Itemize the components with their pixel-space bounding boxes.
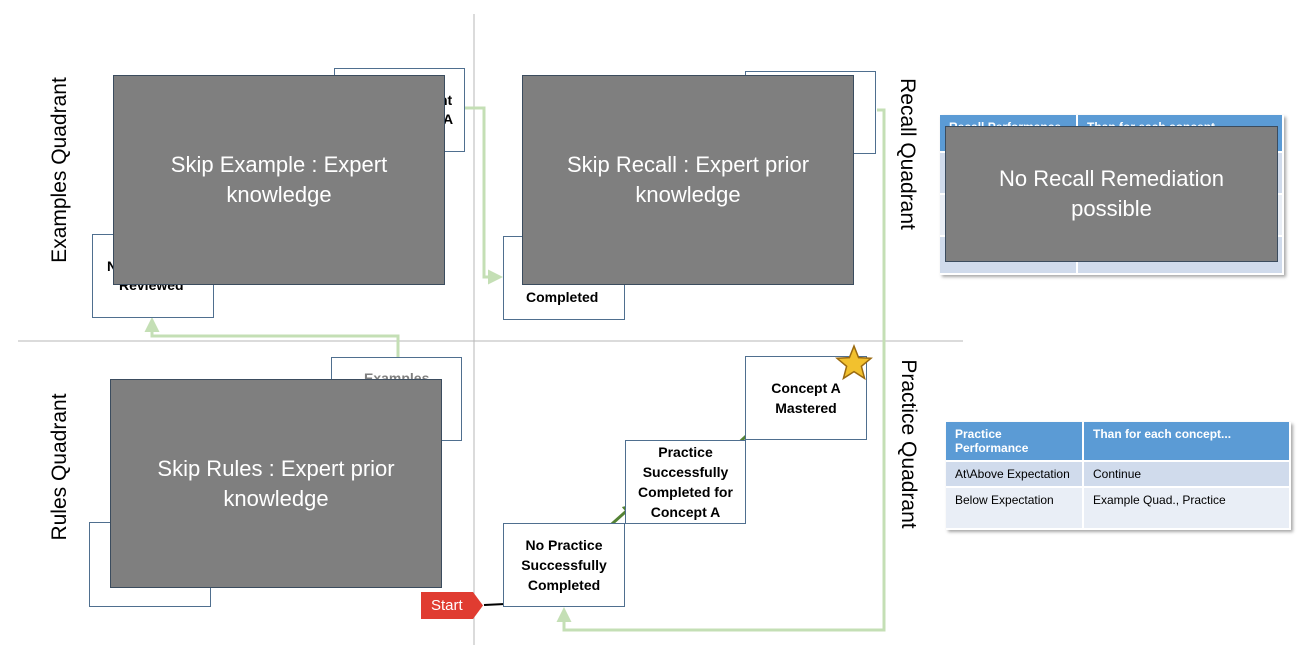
concept-mastered-box: Concept A Mastered bbox=[745, 356, 867, 440]
connector-examples-to-recall bbox=[462, 106, 503, 285]
practice-performance-table: Practice Performance Than for each conce… bbox=[946, 422, 1291, 530]
practice-table-cell: Below Expectation bbox=[946, 487, 1084, 530]
recall-completed-text: Completed bbox=[526, 289, 599, 305]
no-recall-remediation-overlay: No Recall Remediation possible bbox=[945, 126, 1278, 262]
practice-table-header-2: Than for each concept... bbox=[1083, 422, 1291, 462]
example-step-text-2: A bbox=[443, 111, 454, 127]
practice-table-cell: At\Above Expectation bbox=[946, 461, 1084, 488]
practice-table-cell: Example Quad., Practice bbox=[1083, 487, 1291, 530]
practice-table-cell: Continue bbox=[1083, 461, 1291, 488]
skip-rules-overlay: Skip Rules : Expert prior knowledge bbox=[110, 379, 442, 588]
skip-example-overlay: Skip Example : Expert knowledge bbox=[113, 75, 445, 285]
start-connector bbox=[483, 603, 506, 606]
practice-quadrant-label: Practice Quadrant bbox=[897, 359, 920, 529]
no-practice-box: No Practice Successfully Completed bbox=[503, 523, 625, 607]
start-marker: Start bbox=[421, 592, 483, 619]
examples-reviewed-letter: N bbox=[107, 258, 117, 274]
skip-recall-overlay: Skip Recall : Expert prior knowledge bbox=[522, 75, 854, 285]
connector-recall-to-practice bbox=[556, 108, 886, 632]
examples-quadrant-label: Examples Quadrant bbox=[48, 77, 71, 263]
connector-rules-to-examples bbox=[144, 317, 400, 360]
practice-table-header-1: Practice Performance bbox=[946, 422, 1084, 462]
star-icon bbox=[835, 344, 873, 381]
recall-quadrant-label: Recall Quadrant bbox=[896, 78, 919, 230]
practice-completed-box: Practice Successfully Completed for Conc… bbox=[625, 440, 746, 524]
rules-quadrant-label: Rules Quadrant bbox=[48, 393, 71, 541]
